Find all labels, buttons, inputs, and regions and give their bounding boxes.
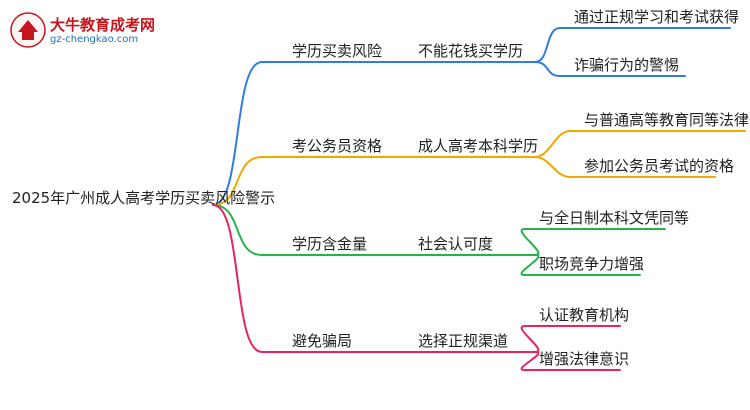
sub-label: 选择正规渠道 (418, 332, 509, 350)
connector-root-branch (212, 204, 263, 353)
leaf-label: 与普通高等教育同等法律效力 (584, 111, 750, 129)
branch-label: 避免骗局 (292, 332, 353, 350)
branch-label: 考公务员资格 (292, 137, 383, 155)
sub-label: 不能花钱买学历 (418, 42, 524, 60)
leaf-label: 增强法律意识 (539, 350, 630, 368)
root-node-label: 2025年广州成人高考学历买卖风险警示 (12, 189, 276, 207)
site-logo: 大牛教育成考网 gz-chengkao.com (8, 10, 158, 54)
connector-root-branch (212, 204, 263, 256)
sub-label: 成人高考本科学历 (418, 137, 539, 155)
branch-label: 学历含金量 (292, 235, 368, 253)
logo-mascot-icon (10, 12, 46, 48)
connector-root-branch (212, 156, 263, 206)
connector-sub-leaf (520, 351, 540, 371)
sub-label: 社会认可度 (418, 235, 494, 253)
connector-sub-leaf (534, 27, 561, 63)
connector-sub-leaf (520, 325, 540, 353)
connector-sub-leaf (520, 228, 540, 256)
connector-sub-leaf (520, 254, 540, 276)
leaf-label: 认证教育机构 (539, 306, 630, 324)
logo-title: 大牛教育成考网 (50, 16, 156, 34)
connector-sub-leaf (534, 156, 571, 178)
branch-label: 学历买卖风险 (292, 42, 383, 60)
connector-sub-leaf (534, 130, 571, 158)
connector-root-branch (212, 61, 263, 206)
connector-sub-leaf (534, 61, 561, 77)
logo-url: gz-chengkao.com (50, 34, 139, 45)
leaf-label: 与全日制本科文凭同等 (539, 209, 690, 227)
leaf-label: 通过正规学习和考试获得 (574, 8, 740, 26)
leaf-label: 诈骗行为的警惕 (574, 56, 680, 74)
leaf-label: 职场竞争力增强 (539, 255, 645, 273)
leaf-label: 参加公务员考试的资格 (584, 157, 735, 175)
